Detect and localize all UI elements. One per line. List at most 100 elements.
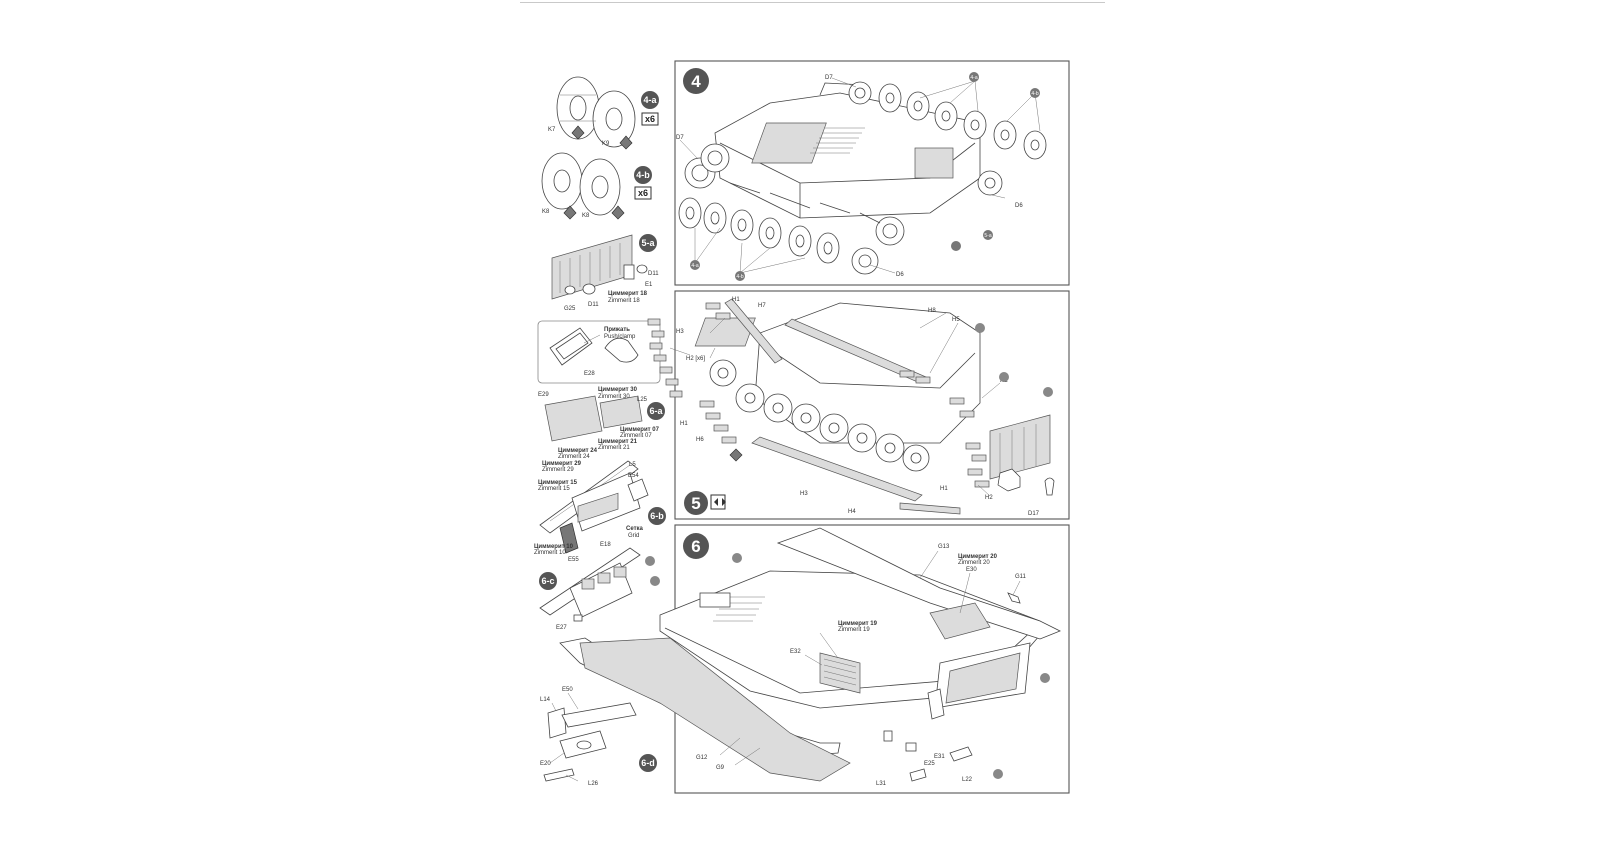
tag-6b — [648, 507, 666, 525]
label-e18: E18 — [600, 542, 611, 548]
label-e31: E31 — [934, 754, 945, 760]
label-h1-right: H1 — [940, 486, 948, 492]
label-d11-b: D11 — [588, 302, 599, 308]
part-e55 — [559, 522, 579, 554]
note-push-ru: Прижать — [604, 327, 630, 333]
note-zimmerit-15-de: Zimmerit 15 — [538, 486, 570, 492]
label-k9: K9 — [602, 141, 610, 147]
note-zimmerit-15-ru: Циммерит 15 — [538, 480, 578, 486]
part-g25 — [564, 285, 576, 295]
label-e30: E30 — [966, 567, 977, 573]
part-l25 — [599, 395, 643, 429]
track-h6 — [699, 400, 743, 462]
hand-icon — [604, 337, 639, 363]
part-d17 — [1044, 477, 1055, 496]
label-g12: G12 — [696, 755, 708, 761]
note-zimmerit-30-ru: Циммерит 30 — [598, 387, 638, 393]
label-h6: H6 — [696, 437, 704, 443]
label-e1: E1 — [645, 282, 653, 288]
note-zimmerit-21-de: Zimmerit 21 — [598, 445, 630, 451]
ref-4a-bottom — [690, 260, 700, 270]
note-zimmerit-21-ru: Циммерит 21 — [598, 439, 638, 445]
step-5-number: 5 — [691, 494, 700, 513]
page-top-rule — [520, 2, 1105, 3]
label-h2-bottom: H2 — [985, 495, 993, 501]
step-4-panel: 4 — [674, 60, 1070, 286]
loose-links-right — [899, 370, 990, 488]
ref-6c-step6 — [1040, 673, 1050, 683]
grid-mesh — [577, 492, 619, 523]
rear-plate — [914, 147, 954, 179]
substep-5a: 5-a D11 E1 Циммерит 18 Zimmerit 18 D11 G… — [551, 234, 659, 312]
tag-6b-text: 6-b — [650, 511, 664, 521]
label-g9: G9 — [716, 765, 725, 771]
label-h2-x6: H2 [x6] — [686, 356, 705, 362]
label-k8-b: K8 — [582, 213, 590, 219]
ref-5a-step5 — [1043, 387, 1053, 397]
step-6-number: 6 — [691, 537, 700, 556]
substep-4b: K8 K8 4-b x6 — [541, 152, 652, 220]
note-zimmerit-30-de: Zimmerit 30 — [598, 394, 630, 400]
part-e54 — [627, 478, 649, 502]
ref-5-step6 — [732, 553, 742, 563]
label-l31: L31 — [876, 781, 887, 787]
ref-4b-step5 — [999, 372, 1009, 382]
tag-4a-text: 4-a — [643, 95, 657, 105]
ref-6b-b — [650, 576, 660, 586]
label-h3-left: H3 — [676, 329, 684, 335]
road-wheels-front-row — [678, 197, 840, 264]
tag-4b-text: 4-b — [636, 170, 650, 180]
substep-4a: K7 K9 4-a x6 — [548, 76, 659, 150]
part-e28 — [549, 327, 593, 366]
label-d7-top: D7 — [825, 75, 833, 81]
note-zimmerit-19-ru: Циммерит 19 — [838, 621, 878, 627]
arrow-left — [714, 498, 718, 506]
label-h1-left: H1 — [680, 421, 688, 427]
cell-1 — [581, 578, 595, 590]
label-l14: L14 — [540, 697, 551, 703]
label-g13: G13 — [938, 544, 950, 550]
glue-star-k7 — [571, 125, 585, 140]
label-e20: E20 — [540, 761, 551, 767]
part-d11-a — [636, 264, 648, 274]
idler-wheel-front — [851, 216, 905, 275]
tag-6c-text: 6-c — [541, 576, 554, 586]
label-g25: G25 — [564, 306, 576, 312]
ref-4b-top-text: 4-b — [1031, 91, 1038, 97]
drive-sprocket-left — [684, 143, 730, 189]
label-l26: L26 — [588, 781, 599, 787]
ref-4a-top — [969, 72, 979, 82]
part-e32-grille — [819, 652, 861, 694]
note-zimmerit-18-de: Zimmerit 18 — [608, 298, 640, 304]
substep-6c: 6-c E27 — [539, 547, 660, 631]
qty-4a: x6 — [645, 114, 655, 124]
label-k7: K7 — [548, 127, 556, 133]
note-grid-ru: Сетка — [626, 526, 644, 532]
tag-6d — [639, 754, 657, 772]
label-d11-a: D11 — [648, 271, 659, 277]
step-5-badge — [684, 491, 708, 515]
tag-6a-text: 6-a — [649, 406, 663, 416]
tag-5a-text: 5-a — [641, 238, 655, 248]
substep-6b: L5 E54 Циммерит 15 Zimmerit 15 Сетка Gri… — [534, 460, 666, 563]
part-e27 — [573, 614, 583, 622]
rear-plate-step5 — [989, 414, 1051, 480]
label-e25: E25 — [924, 761, 935, 767]
ref-4-step5 — [975, 323, 985, 333]
note-zimmerit-20-de: Zimmerit 20 — [958, 560, 990, 566]
step-6-panel: 6 — [559, 524, 1070, 794]
step-5-panel: 5 — [647, 290, 1070, 520]
track-h7 — [724, 298, 783, 364]
rear-plate-zim-6 — [945, 652, 1021, 704]
tag-6c — [539, 572, 557, 590]
note-zimmerit-10-ru: Циммерит 10 — [534, 544, 574, 550]
part-d11-b — [582, 283, 596, 295]
road-wheels-step5 — [709, 359, 930, 472]
label-h8: H8 — [928, 308, 936, 314]
ref-4b-bottom-text: 4-b — [736, 274, 743, 280]
tag-6d-text: 6-d — [641, 758, 655, 768]
part-l26 — [543, 768, 575, 782]
tow-bracket-parts — [883, 592, 1021, 782]
label-d7-left: D7 — [676, 135, 684, 141]
